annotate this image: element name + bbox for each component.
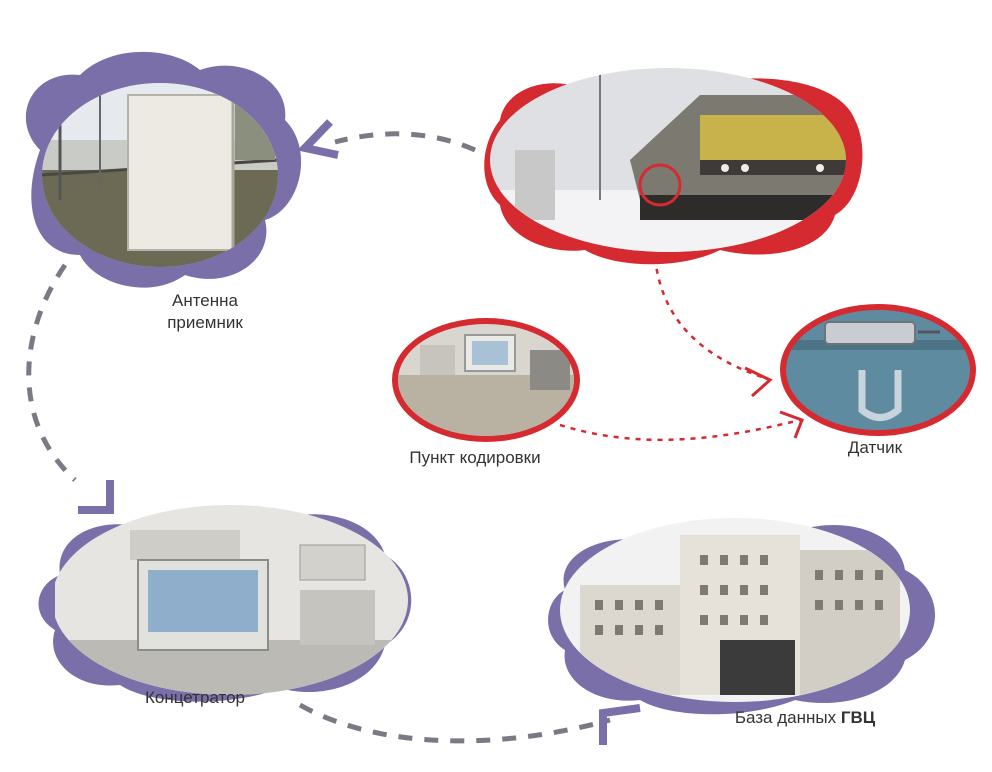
antenna-label: Антенна приемник	[140, 290, 270, 334]
coding-node	[392, 318, 580, 442]
concentrator-node	[39, 505, 415, 705]
database-node	[548, 515, 935, 714]
antenna-label-line1: Антенна	[140, 290, 270, 312]
database-label-text: База данных	[735, 708, 841, 727]
antenna-node	[26, 52, 301, 288]
connector-train-to-antenna	[335, 134, 475, 150]
connector-antenna-to-concentrator	[29, 265, 75, 480]
connector-coding-to-sensor	[560, 420, 800, 440]
arrowhead-concentrator-icon	[78, 480, 110, 510]
coding-label: Пункт кодировки	[365, 447, 585, 469]
connector-concentrator-to-database	[300, 705, 610, 741]
arrowhead-database-icon	[603, 708, 640, 745]
sensor-node	[780, 304, 980, 436]
database-label-bold: ГВЦ	[841, 708, 875, 727]
database-label: База данных ГВЦ	[690, 707, 920, 729]
train-node	[484, 65, 862, 264]
concentrator-label: Концетратор	[105, 687, 285, 709]
arrowhead-sensor-2-icon	[780, 412, 802, 438]
sensor-label: Датчик	[820, 437, 930, 459]
antenna-label-line2: приемник	[140, 312, 270, 334]
connector-train-to-sensor	[655, 258, 765, 378]
arrowhead-antenna-icon	[305, 122, 338, 155]
